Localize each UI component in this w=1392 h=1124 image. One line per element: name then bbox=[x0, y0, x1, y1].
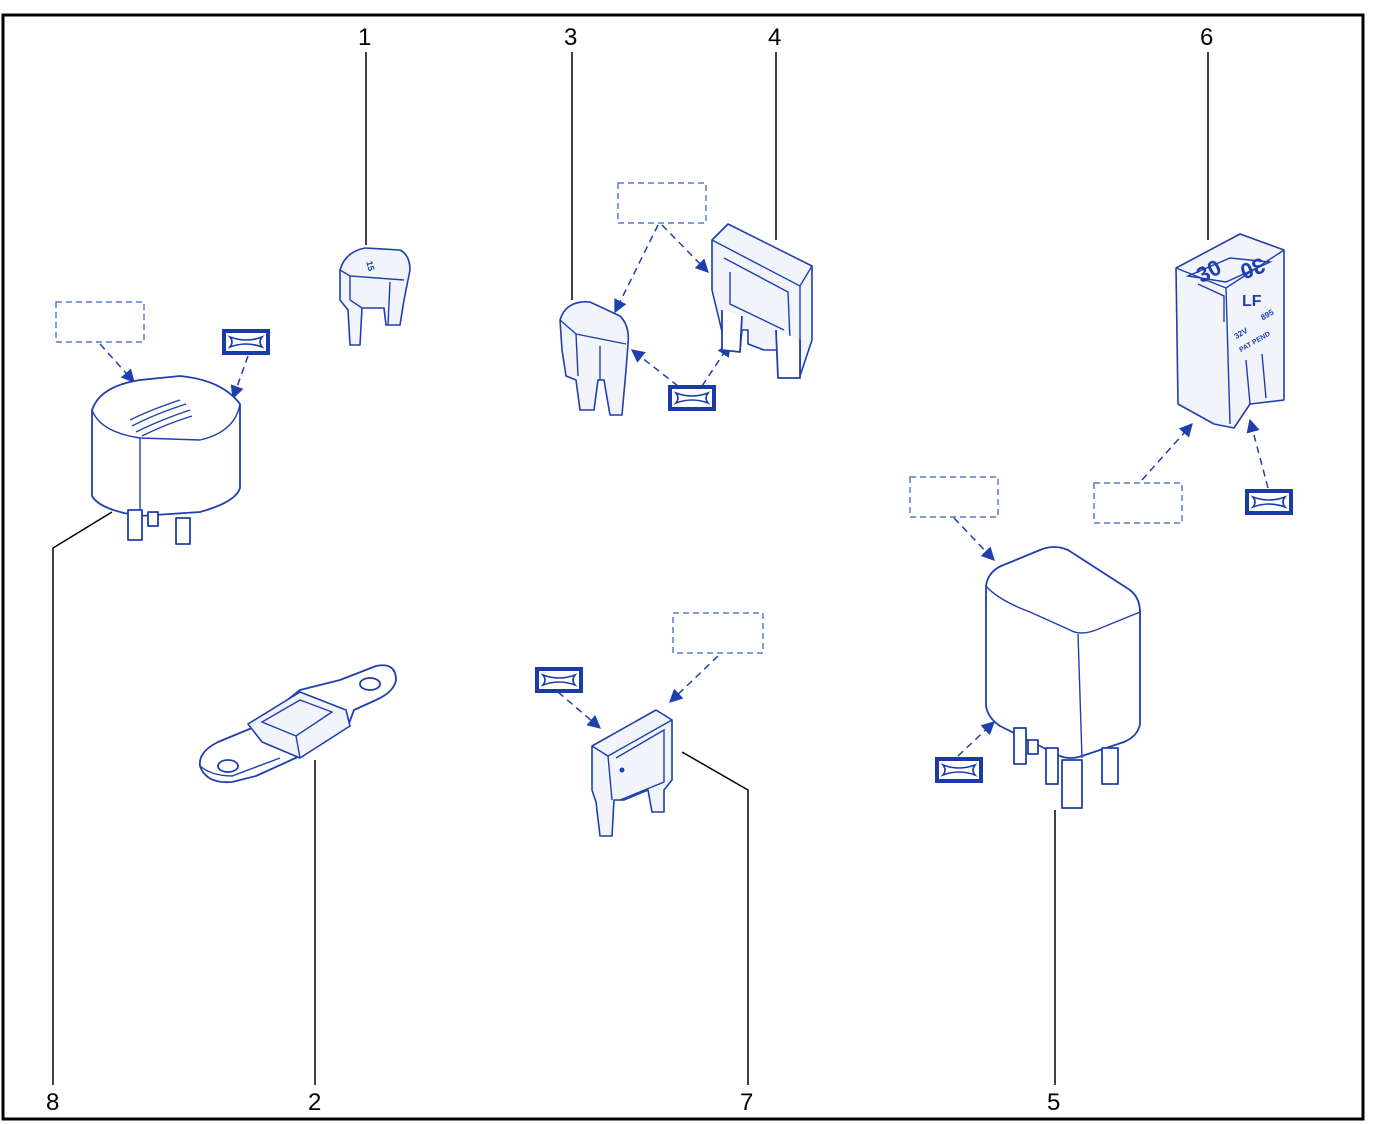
callout-label-1: 1 bbox=[358, 24, 371, 51]
callout-label-2: 2 bbox=[308, 1089, 321, 1116]
callout-8: 8 bbox=[46, 511, 113, 1116]
part-5-relay bbox=[909, 476, 1141, 809]
part-6-cartridge-fuse: 30 30 LF 32V 895 PAT PEND bbox=[1093, 233, 1293, 524]
part-3-4-fuses bbox=[559, 182, 813, 416]
part-7-blank-label-box bbox=[672, 612, 764, 654]
part-7-tag-box bbox=[535, 667, 583, 693]
callout-6: 6 bbox=[1200, 24, 1213, 240]
parts-3-4-blank-label-box bbox=[617, 182, 707, 224]
callout-2: 2 bbox=[308, 760, 321, 1116]
callout-label-6: 6 bbox=[1200, 24, 1213, 51]
part-8-relay bbox=[55, 301, 270, 545]
callout-5: 5 bbox=[1047, 810, 1060, 1116]
part-5-blank-label-box bbox=[909, 476, 999, 518]
parts-3-4-tag-box bbox=[668, 385, 716, 411]
callout-1: 1 bbox=[358, 24, 371, 245]
callout-label-7: 7 bbox=[740, 1089, 753, 1116]
callout-4: 4 bbox=[768, 24, 781, 240]
part-8-tag-box bbox=[222, 329, 270, 355]
part-5-tag-box bbox=[935, 757, 983, 783]
mini-fuse-rating-text: 15 bbox=[364, 260, 376, 272]
part-6-tag-box bbox=[1245, 489, 1293, 515]
callout-7: 7 bbox=[681, 751, 753, 1116]
callout-label-4: 4 bbox=[768, 24, 781, 51]
callout-label-3: 3 bbox=[564, 24, 577, 51]
part-6-blank-label-box bbox=[1093, 482, 1183, 524]
diagram-border bbox=[1, 13, 1365, 1121]
part-8-blank-label-box bbox=[55, 301, 145, 343]
part-1-mini-fuse: 15 bbox=[339, 247, 411, 346]
cartridge-brand-text: LF bbox=[1242, 293, 1262, 310]
part-2-bolt-fuse bbox=[198, 664, 397, 784]
part-7-maxi-fuse bbox=[535, 612, 764, 837]
callout-label-8: 8 bbox=[46, 1089, 59, 1116]
callout-3: 3 bbox=[564, 24, 577, 300]
callout-label-5: 5 bbox=[1047, 1089, 1060, 1116]
